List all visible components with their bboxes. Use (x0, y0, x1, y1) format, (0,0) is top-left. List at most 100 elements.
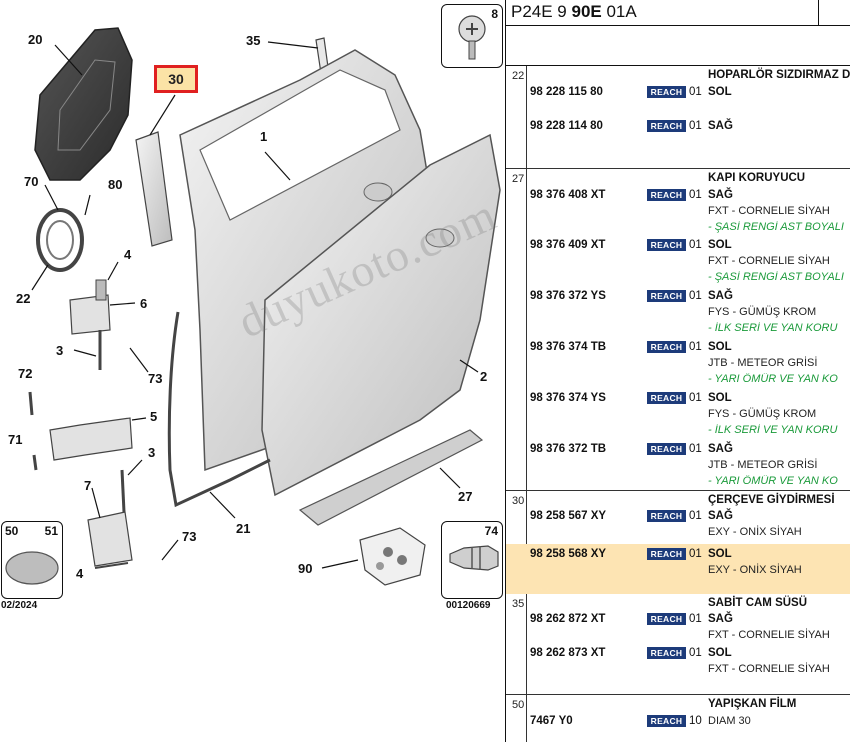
part-row[interactable]: 98 262 872 XT REACH 01 SAĞ FXT - CORNELI… (506, 611, 850, 645)
callout-35[interactable]: 35 (246, 33, 261, 48)
part-number: 98 228 115 80 (530, 86, 603, 98)
part-row[interactable]: 98 228 115 80 REACH 01 SOL (506, 86, 850, 102)
quantity: 01 (689, 613, 702, 625)
callout-70[interactable]: 70 (24, 174, 39, 189)
part-color: JTB - METEOR GRİSİ (708, 459, 818, 471)
part-number: 98 376 374 TB (530, 341, 607, 353)
reference-title: P24E 9 90E 01A (511, 2, 637, 21)
part-color: JTB - METEOR GRİSİ (708, 357, 818, 369)
group-title: YAPIŞKAN FİLM (708, 698, 797, 710)
part-row-selected[interactable]: 98 258 568 XY REACH 01 SOL EXY - ONİX Sİ… (506, 544, 850, 594)
callout-20[interactable]: 20 (28, 32, 43, 47)
quantity: 01 (689, 239, 702, 251)
part-row[interactable]: 7467 Y0 REACH 10 DIAM 30 (506, 713, 850, 731)
reach-badge: REACH (647, 86, 686, 98)
inset-part-51-number: 51 (44, 524, 58, 538)
part-row[interactable]: 98 376 372 YS REACH 01 SAĞ FYS - GÜMÜŞ K… (506, 288, 850, 339)
part-side: SOL (708, 239, 732, 251)
reach-badge: REACH (647, 392, 686, 404)
callout-1[interactable]: 1 (260, 129, 268, 144)
part-note: - YARI ÖMÜR VE YAN KO (708, 373, 838, 385)
callout-4-lower[interactable]: 4 (76, 566, 84, 581)
inset-part-50-51[interactable]: 50 51 (1, 521, 63, 599)
callout-71[interactable]: 71 (8, 432, 23, 447)
part-row[interactable]: 98 376 374 TB REACH 01 SOL JTB - METEOR … (506, 339, 850, 390)
group-number: 22 (512, 70, 525, 82)
exploded-parts-diagram: 20 35 30 1 70 80 22 4 6 3 73 72 5 71 2 3… (1, 4, 504, 611)
callout-72[interactable]: 72 (18, 366, 33, 381)
callout-22[interactable]: 22 (16, 291, 31, 306)
quantity: 01 (689, 290, 702, 302)
group-title: KAPI KORUYUCU (708, 172, 806, 184)
callout-27[interactable]: 27 (458, 489, 473, 504)
inset-part-8[interactable]: 8 (441, 4, 503, 68)
group-title: HOPARLÖR SIZDIRMAZ D (708, 69, 850, 81)
part-20-door-module (34, 27, 133, 181)
part-side: SOL (708, 548, 732, 560)
part-row[interactable]: 98 376 408 XT REACH 01 SAĞ FXT - CORNELI… (506, 187, 850, 237)
quantity: 01 (689, 341, 702, 353)
group-number: 30 (512, 495, 525, 507)
quantity: 01 (689, 647, 702, 659)
part-row[interactable]: 98 376 374 YS REACH 01 SOL FYS - GÜMÜŞ K… (506, 390, 850, 441)
part-side: SAĞ (708, 290, 733, 302)
quantity: 01 (689, 120, 702, 132)
quantity: 01 (689, 510, 702, 522)
inset-part-74[interactable]: 74 (441, 521, 503, 599)
quantity: 01 (689, 548, 702, 560)
part-size: DIAM 30 (708, 715, 751, 727)
reach-badge: REACH (647, 290, 686, 302)
part-side: SOL (708, 341, 732, 353)
part-21-seal (167, 311, 271, 508)
group-number: 50 (512, 699, 525, 711)
part-number: 98 262 872 XT (530, 613, 606, 625)
inset-part-50-number: 50 (5, 524, 19, 538)
inset-right-code: 00120669 (446, 600, 491, 611)
part-side: SOL (708, 86, 732, 98)
screw-icon (458, 15, 486, 60)
group-title: ÇERÇEVE GİYDİRMESİ (708, 494, 835, 506)
part-7-hinge-bracket (87, 511, 133, 567)
part-color: FYS - GÜMÜŞ KROM (708, 408, 817, 420)
part-side: SAĞ (708, 443, 733, 455)
part-6-upper-hinge (69, 294, 111, 335)
callout-21[interactable]: 21 (236, 521, 251, 536)
callout-3-lower[interactable]: 3 (148, 445, 156, 460)
part-note: - İLK SERİ VE YAN KORU (708, 424, 838, 436)
part-row[interactable]: 98 258 567 XY REACH 01 SAĞ EXY - ONİX Sİ… (506, 508, 850, 544)
callout-7[interactable]: 7 (84, 478, 92, 493)
callout-3-upper[interactable]: 3 (56, 343, 64, 358)
callout-30-highlighted[interactable]: 30 (154, 65, 198, 93)
inset-part-74-number: 74 (484, 524, 498, 538)
callout-80[interactable]: 80 (108, 177, 123, 192)
reference-header: P24E 9 90E 01A (506, 0, 850, 26)
part-row[interactable]: 98 228 114 80 REACH 01 SAĞ (506, 120, 850, 136)
callout-73-upper[interactable]: 73 (148, 371, 163, 386)
callout-2[interactable]: 2 (480, 369, 488, 384)
callout-6[interactable]: 6 (140, 296, 148, 311)
callout-5[interactable]: 5 (150, 409, 158, 424)
part-color: FXT - CORNELIE SİYAH (708, 255, 830, 267)
part-row[interactable]: 98 376 372 TB REACH 01 SAĞ JTB - METEOR … (506, 441, 850, 491)
part-row[interactable]: 98 262 873 XT REACH 01 SOL FXT - CORNELI… (506, 645, 850, 679)
quantity: 01 (689, 443, 702, 455)
inset-part-8-number: 8 (491, 7, 498, 21)
callout-90[interactable]: 90 (298, 561, 313, 576)
part-number: 98 262 873 XT (530, 647, 606, 659)
part-note: - ŞASİ RENGİ AST BOYALI (708, 271, 844, 283)
group-27: 27 KAPI KORUYUCU 98 376 408 XT REACH 01 … (506, 169, 850, 491)
callout-73-lower[interactable]: 73 (182, 529, 197, 544)
quantity: 01 (689, 189, 702, 201)
group-50: 50 YAPIŞKAN FİLM 7467 Y0 REACH 10 DIAM 3… (506, 695, 850, 742)
part-row[interactable]: 98 376 409 XT REACH 01 SOL FXT - CORNELI… (506, 237, 850, 288)
part-side: SAĞ (708, 189, 733, 201)
part-note: - İLK SERİ VE YAN KORU (708, 322, 838, 334)
part-27-door-protector (298, 429, 484, 526)
quantity: 10 (689, 715, 702, 727)
header-spacer-row (506, 26, 850, 66)
group-number: 35 (512, 598, 525, 610)
part-number: 7467 Y0 (530, 715, 573, 727)
reach-badge: REACH (647, 239, 686, 251)
callout-4-upper[interactable]: 4 (124, 247, 132, 262)
part-90-clip-box (359, 527, 426, 586)
